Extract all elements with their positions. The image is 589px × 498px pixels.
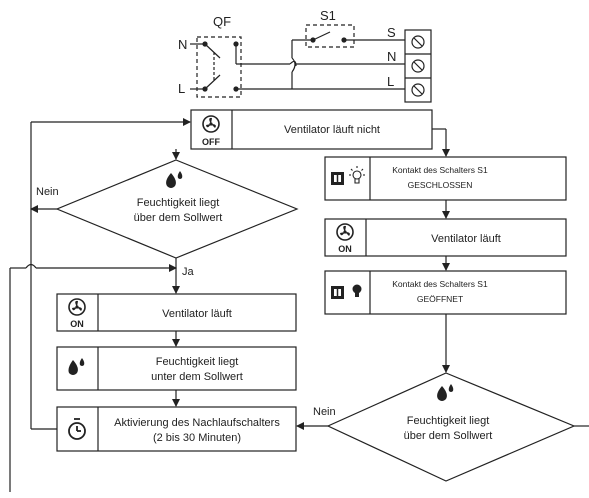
yes-label: Ja — [182, 266, 195, 278]
lamp-on-icon — [349, 166, 365, 184]
s1-switch-box — [305, 24, 355, 48]
connector-lines — [9, 118, 589, 492]
humidity-below-line1: Feuchtigkeit liegt — [156, 356, 239, 368]
on-text-right: ON — [338, 244, 352, 254]
s1-closed-line2: GESCHLOSSEN — [408, 180, 473, 190]
run-on-line2: (2 bis 30 Minuten) — [153, 432, 241, 444]
on-text: ON — [70, 319, 84, 329]
s1-closed-line1: Kontakt des Schalters S1 — [392, 165, 488, 175]
s-right-label: S — [387, 25, 396, 40]
fan-off-label: Ventilator läuft nicht — [284, 124, 380, 136]
terminal-screw-s — [411, 35, 425, 49]
no-label-right: Nein — [313, 406, 336, 418]
fan-on-label: Ventilator läuft — [162, 308, 232, 320]
fan-on-right-label: Ventilator läuft — [431, 233, 501, 245]
s1-switch-blade — [312, 31, 331, 41]
humidity-above-right-line1: Feuchtigkeit liegt — [407, 415, 490, 427]
humidity-below-line2: unter dem Sollwert — [151, 371, 243, 383]
s1-closed-box — [324, 156, 567, 201]
fan-on-icon — [336, 223, 354, 241]
fan-off-icon — [202, 115, 220, 133]
qf-switch-blade-l — [204, 74, 221, 90]
humidity-above-right-line2: über dem Sollwert — [404, 430, 493, 442]
run-on-line1: Aktivierung des Nachlaufschalters — [114, 417, 280, 429]
terminal-screw-n — [411, 59, 425, 73]
decision-humidity-above-left — [55, 159, 299, 259]
qf-breaker-box — [196, 36, 242, 98]
qf-label: QF — [213, 14, 231, 29]
off-text: OFF — [202, 137, 220, 147]
fan-on-right-box — [324, 218, 567, 257]
humidity-above-line2: über dem Sollwert — [134, 212, 223, 224]
switch-closed-icon — [331, 172, 344, 185]
wiring-diagram — [190, 24, 432, 103]
n-right-label: N — [387, 49, 396, 64]
n-left-label: N — [178, 37, 187, 52]
fan-on-icon — [68, 298, 86, 316]
fan-on-box — [56, 293, 297, 332]
s1-open-line1: Kontakt des Schalters S1 — [392, 279, 488, 289]
l-left-label: L — [178, 81, 185, 96]
s1-label: S1 — [320, 8, 336, 23]
humidity-below-box — [56, 346, 297, 391]
s1-open-box — [324, 270, 567, 315]
lamp-off-icon — [352, 284, 362, 297]
l-right-label: L — [387, 74, 394, 89]
humidity-drops-icon — [437, 384, 454, 401]
s1-open-line2: GEÖFFNET — [417, 294, 463, 304]
no-label-left: Nein — [36, 186, 59, 198]
qf-switch-blade-n — [204, 43, 221, 59]
timer-icon — [68, 418, 86, 440]
humidity-drops-icon — [166, 171, 183, 188]
terminal-block — [404, 29, 432, 103]
humidity-above-line1: Feuchtigkeit liegt — [137, 197, 220, 209]
decision-humidity-above-right — [326, 372, 576, 482]
terminal-screw-l — [411, 83, 425, 97]
run-on-box — [56, 406, 297, 452]
humidity-drops-icon — [68, 358, 85, 375]
switch-open-icon — [331, 286, 344, 299]
